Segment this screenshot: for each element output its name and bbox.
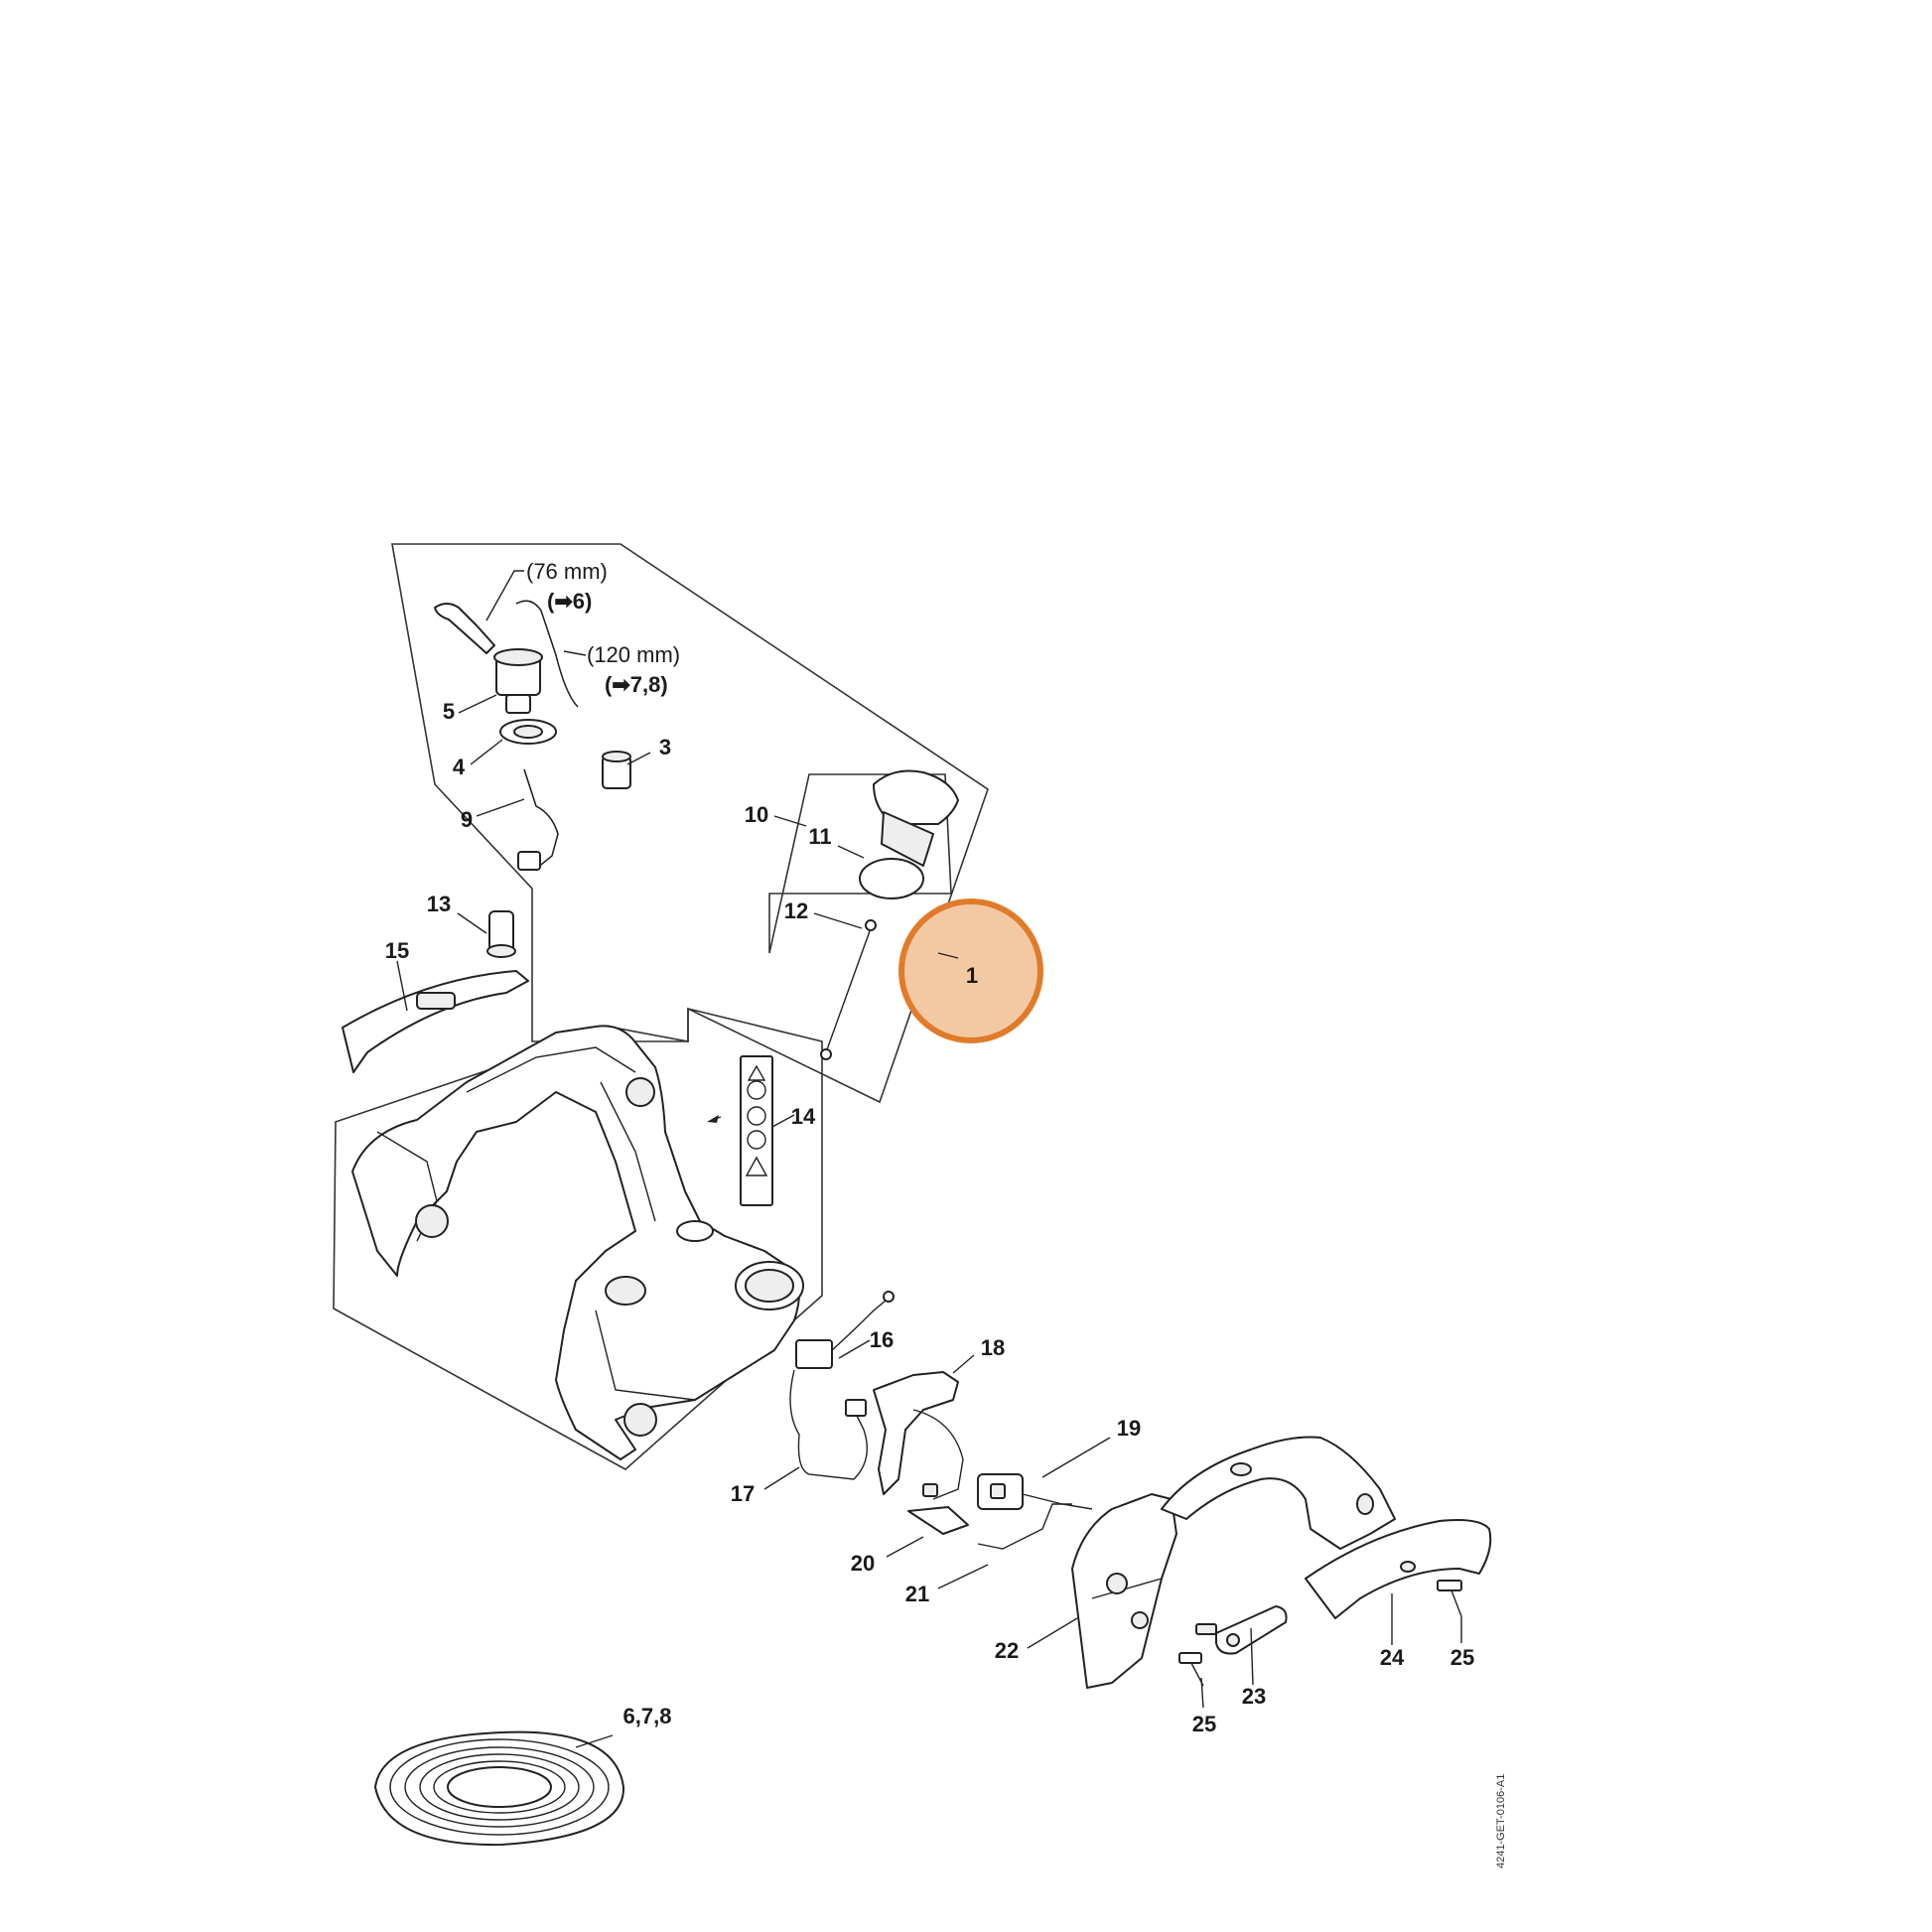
fuel-tank-group-frame [333, 1007, 823, 1470]
part-9-pickup-hose [517, 768, 559, 871]
callout-9[interactable]: 9 [461, 807, 473, 832]
drawing-number: 4241-GET-0106-A1 [1495, 1774, 1507, 1868]
callout-25-left[interactable]: 25 [1192, 1712, 1216, 1736]
callout-16[interactable]: 16 [870, 1327, 894, 1352]
part-25-screw-a [1437, 1580, 1462, 1617]
callout-14[interactable]: 14 [791, 1104, 816, 1129]
part-13-fitting [486, 910, 516, 958]
leader-lines [396, 570, 1462, 1748]
rear-handle-bar [1161, 1436, 1396, 1550]
part-25-screw-b [1178, 1652, 1204, 1687]
callout-18[interactable]: 18 [981, 1335, 1005, 1360]
hose-notes: (76 mm) (➡6) (120 mm) (➡7,8) [526, 559, 680, 697]
fuel-tank-housing [351, 1025, 804, 1460]
callout-12[interactable]: 12 [784, 898, 808, 923]
highlight-circle-part-1 [898, 898, 1043, 1043]
callout-5[interactable]: 5 [443, 699, 455, 724]
part-24-handle-cover [1305, 1519, 1492, 1619]
part-12-retainer [820, 919, 877, 1060]
part-5-valve [493, 648, 543, 714]
callout-6-7-8[interactable]: 6,7,8 [623, 1704, 672, 1728]
part-11-o-ring [859, 858, 924, 899]
part-16-switch [795, 1291, 895, 1369]
part-18-throttle-trigger [873, 1371, 964, 1500]
hose-short-ref-note: (➡6) [547, 589, 592, 614]
callout-20[interactable]: 20 [851, 1551, 875, 1576]
callout-1[interactable]: 1 [966, 963, 978, 988]
callout-19[interactable]: 19 [1117, 1416, 1141, 1441]
callout-3[interactable]: 3 [659, 735, 671, 759]
fuel-hose-long [515, 600, 579, 708]
part-10-tank-cap [873, 769, 959, 867]
hose-long-length-note: (120 mm) [587, 642, 680, 667]
part-19-lever [977, 1473, 1093, 1510]
part-4-grommet [499, 719, 557, 745]
part-6-7-8-hose-coil [374, 1730, 625, 1847]
callout-25-right[interactable]: 25 [1450, 1645, 1474, 1670]
callout-23[interactable]: 23 [1242, 1684, 1266, 1709]
part-3-valve [602, 751, 631, 789]
part-21-rod [977, 1503, 1072, 1550]
callout-4[interactable]: 4 [453, 755, 466, 779]
callout-13[interactable]: 13 [427, 892, 451, 916]
callout-21[interactable]: 21 [905, 1582, 929, 1606]
part-14-warning-labels [707, 1055, 773, 1206]
part-23-trigger-lever [1195, 1605, 1288, 1655]
part-17-wiring-harness [789, 1369, 868, 1480]
fuel-hose-short [434, 603, 495, 654]
hose-long-ref-note: (➡7,8) [605, 672, 668, 697]
callout-10[interactable]: 10 [745, 802, 768, 827]
callout-22[interactable]: 22 [995, 1638, 1019, 1663]
callout-15[interactable]: 15 [385, 938, 409, 963]
part-22-handle-housing [1071, 1493, 1177, 1689]
hose-short-length-note: (76 mm) [526, 559, 608, 584]
callout-11[interactable]: 11 [808, 824, 831, 849]
part-20-spring-lever [907, 1506, 969, 1535]
callout-labels: 1 3 4 5 9 10 11 12 13 14 15 16 17 18 19 … [385, 699, 1474, 1736]
callout-24[interactable]: 24 [1380, 1645, 1405, 1670]
part-15-handle-cover [342, 970, 529, 1073]
callout-17[interactable]: 17 [731, 1481, 755, 1506]
